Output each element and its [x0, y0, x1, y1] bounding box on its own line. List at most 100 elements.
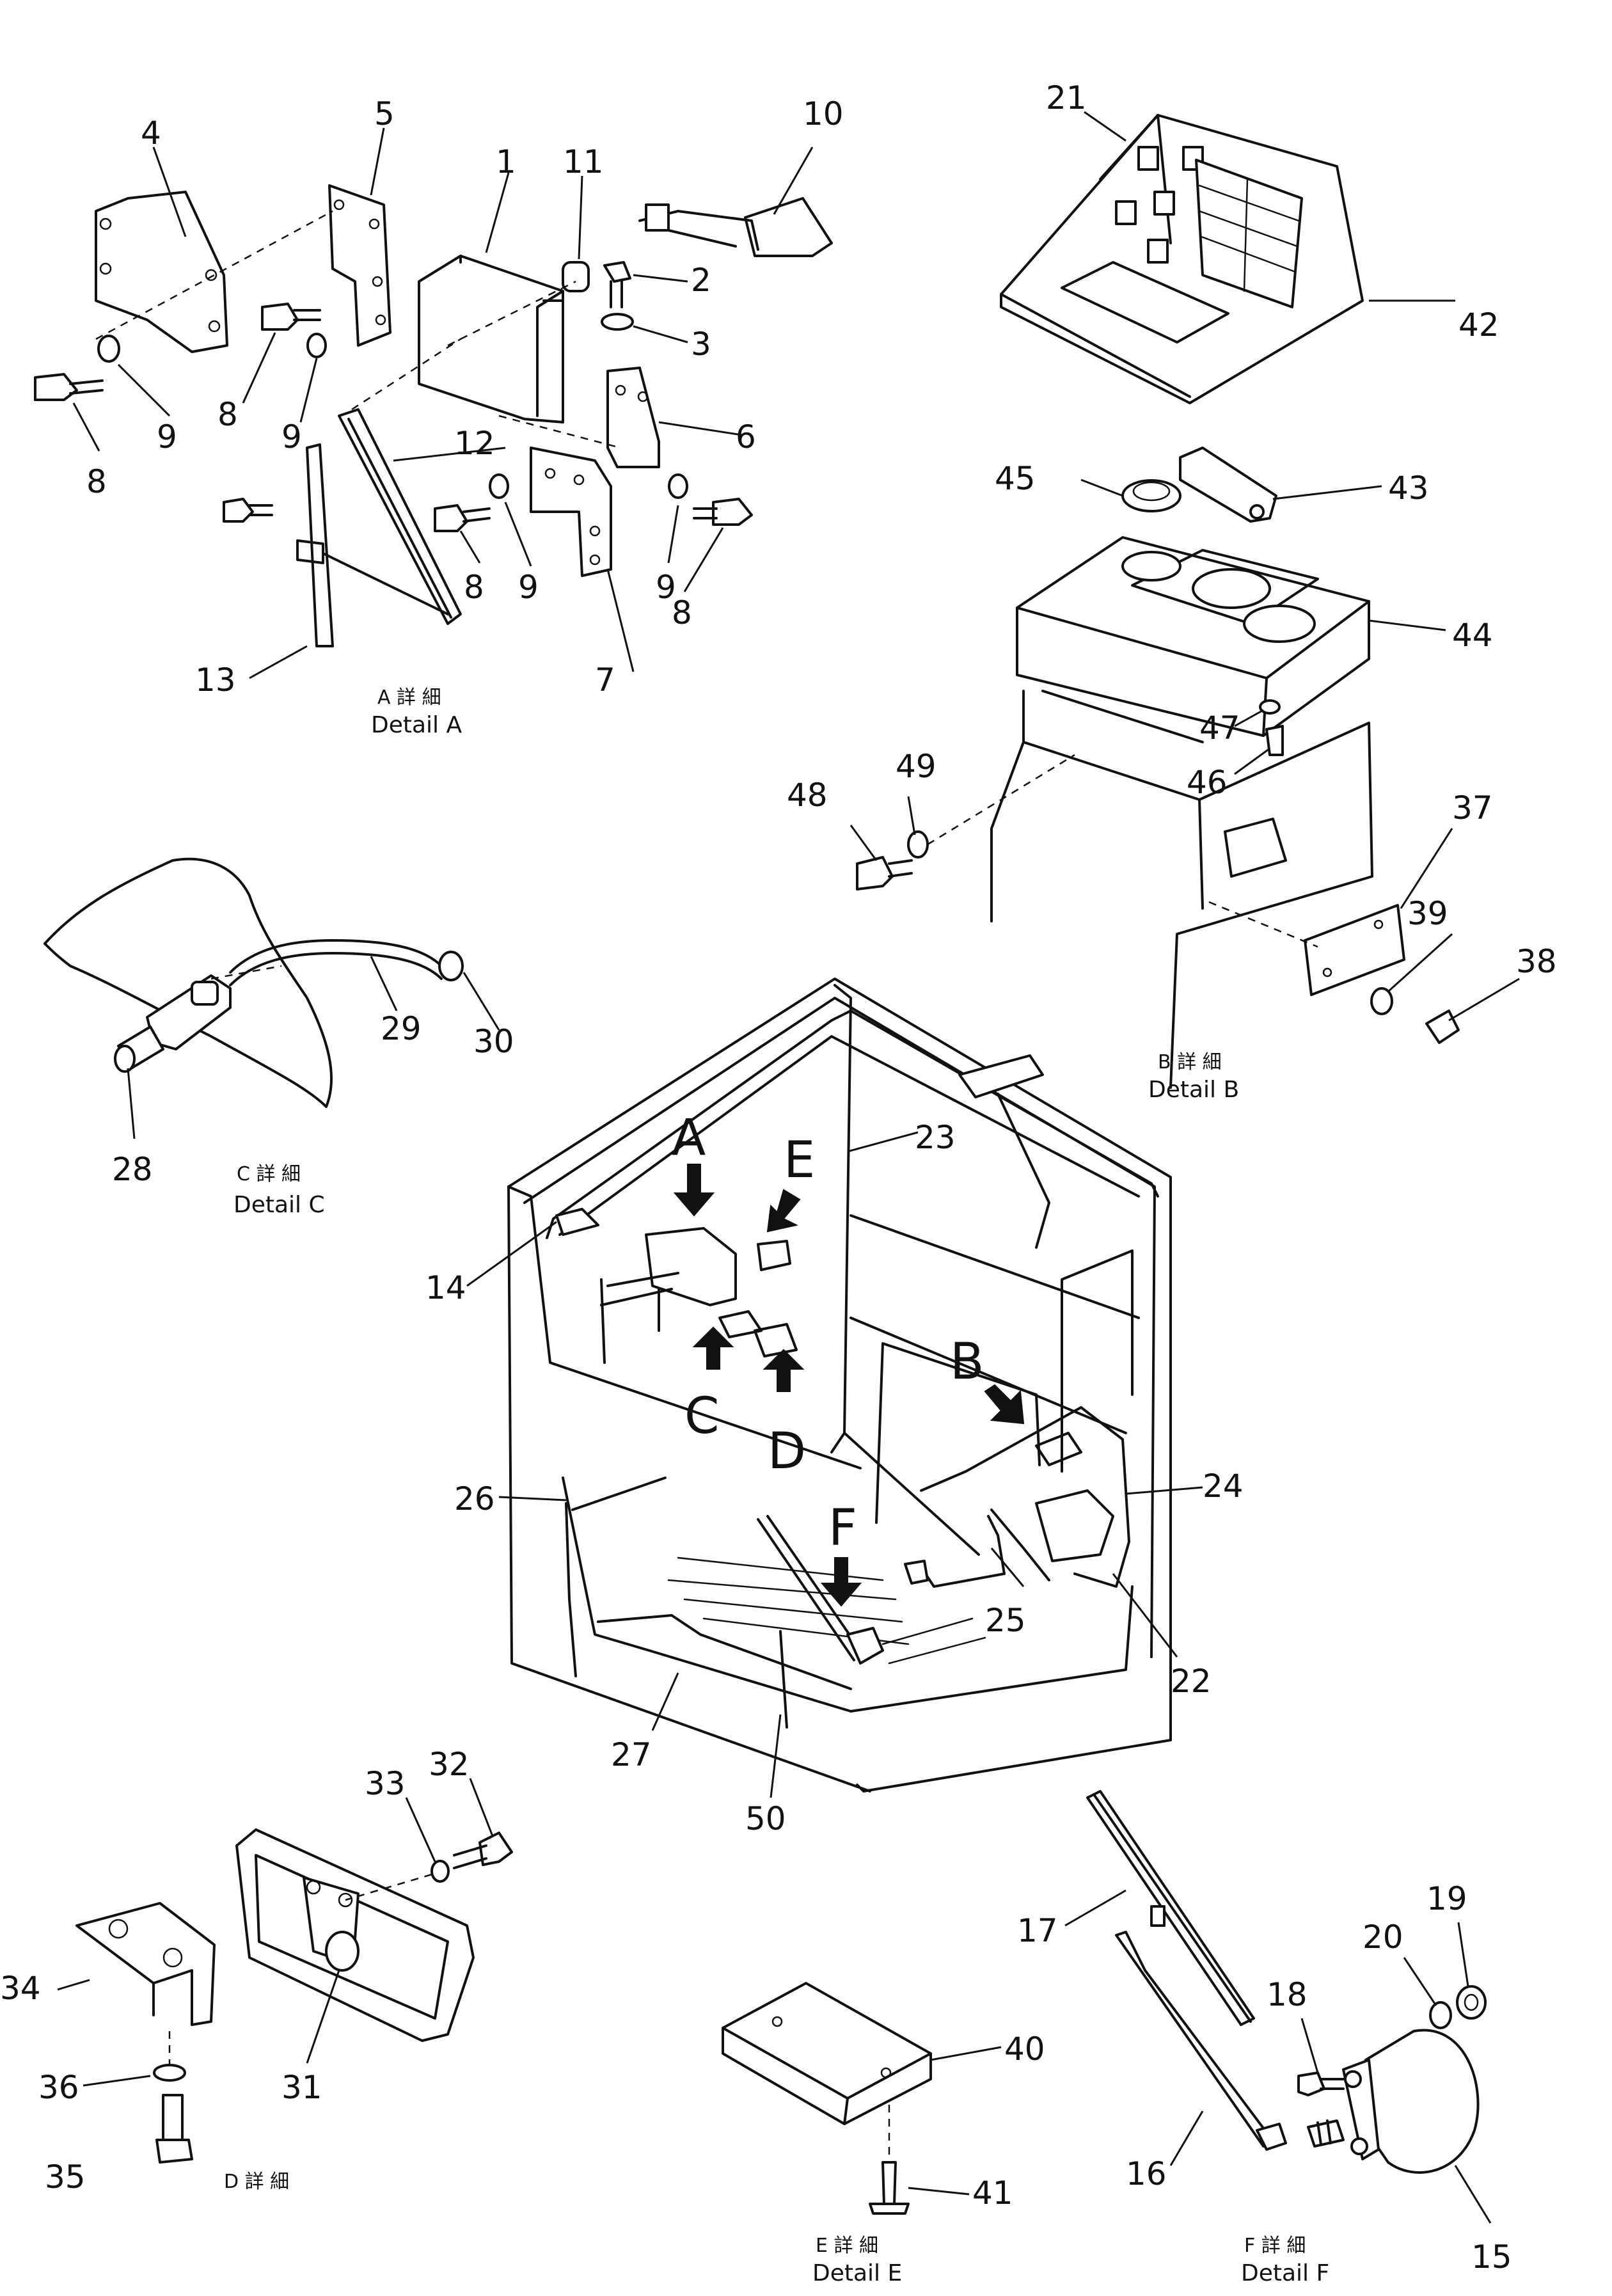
- part-label-42: 42: [1458, 306, 1499, 344]
- part-label-10: 10: [803, 95, 844, 132]
- washer-3: [601, 313, 634, 331]
- part-label-5: 5: [374, 95, 395, 132]
- part-label-44: 44: [1452, 617, 1493, 654]
- wiper-26: [571, 1477, 667, 1511]
- bracket-6: [606, 367, 660, 468]
- bolt-48: [856, 856, 913, 891]
- part-label-41: 41: [972, 2174, 1013, 2212]
- motor-15: [1352, 2029, 1480, 2174]
- bolt-8: [261, 303, 321, 331]
- bolt-8: [34, 373, 104, 401]
- part-label-34: 34: [0, 1970, 41, 2007]
- console-body: [990, 690, 1373, 1089]
- part-label-33: 33: [365, 1765, 406, 1802]
- harness-24: [920, 1406, 1130, 1588]
- detail-a-title-en: Detail A: [371, 712, 462, 738]
- arrow-d: [763, 1349, 805, 1392]
- wiper-50: [757, 1515, 862, 1661]
- part-label-31: 31: [281, 2069, 322, 2106]
- detail-f-title-jp: F 詳 細: [1244, 2235, 1306, 2257]
- part-label-47: 47: [1199, 709, 1240, 747]
- detail-c: 29 30 28 C 詳 細 Detail C: [43, 857, 514, 1218]
- detail-c-title-jp: C 詳 細: [237, 1163, 301, 1185]
- washer-36: [153, 2064, 186, 2082]
- part-label-38: 38: [1516, 943, 1557, 980]
- switch-panel-42: [1000, 114, 1364, 404]
- callout-b: B: [950, 1333, 984, 1391]
- part-label-43: 43: [1388, 470, 1429, 507]
- floor-27: [562, 1477, 1134, 1713]
- detail-f-title-en: Detail F: [1241, 2260, 1329, 2286]
- washer-9: [97, 335, 120, 363]
- arrow-e: [766, 1189, 801, 1233]
- detail-f: 17 16 18 20 19 15 F 詳 細 Detail F: [1017, 1790, 1512, 2286]
- cab-frame: [507, 978, 1172, 1793]
- washer-9: [668, 473, 688, 499]
- bolt-35: [155, 2094, 193, 2164]
- bolt-18: [1297, 2071, 1345, 2096]
- bolt-8: [693, 498, 753, 526]
- detail-e: 40 41 E 詳 細 Detail E: [722, 1982, 1045, 2286]
- callout-c: C: [684, 1388, 719, 1445]
- screw-38: [1425, 1009, 1460, 1044]
- part-label-7: 7: [595, 661, 615, 699]
- bolt-2: [603, 261, 631, 308]
- part-label-16: 16: [1126, 2155, 1167, 2192]
- detail-e-title-jp: E 詳 細: [816, 2235, 878, 2257]
- part-label-22: 22: [1171, 1663, 1212, 1700]
- part-label-14: 14: [425, 1269, 466, 1306]
- bracket-34: [75, 1902, 216, 2026]
- callout-a: A: [672, 1109, 706, 1167]
- detail-b-title-en: Detail B: [1148, 1077, 1239, 1103]
- cover-37: [1304, 904, 1405, 996]
- arrow-c: [692, 1326, 734, 1370]
- hose-29: [229, 939, 443, 974]
- detail-b-title-jp: B 詳 細: [1158, 1051, 1222, 1073]
- part-label-18: 18: [1267, 1976, 1308, 2013]
- callout-f: F: [828, 1500, 857, 1557]
- part-label-23: 23: [915, 1119, 956, 1156]
- bracket-4: [95, 191, 228, 353]
- part-label-8: 8: [464, 569, 484, 606]
- part-label-37: 37: [1452, 789, 1493, 827]
- bracket-7: [530, 447, 612, 577]
- washer-33: [431, 1860, 450, 1883]
- washer-49: [907, 830, 929, 859]
- operator-cab: A E C D B F 14 23 26 24 25 22 27 50: [425, 978, 1244, 1837]
- part-label-12: 12: [454, 425, 495, 462]
- roof-rail-23: [546, 1009, 1159, 1239]
- cover-40: [722, 1982, 932, 2125]
- part-label-30: 30: [473, 1023, 514, 1060]
- cover-plate-44: [1016, 536, 1370, 737]
- wiper-blade-13: [306, 443, 334, 647]
- callout-e: E: [784, 1132, 815, 1189]
- part-label-21: 21: [1046, 79, 1087, 116]
- detail-a-title-jp: A 詳 細: [377, 686, 441, 709]
- bolt-32: [453, 1832, 513, 1869]
- arrow-f: [820, 1557, 862, 1607]
- bolt-plain: [223, 498, 273, 523]
- part-label-27: 27: [611, 1736, 652, 1773]
- nut-19: [1456, 1985, 1487, 2020]
- screw-46: [1265, 725, 1284, 756]
- part-label-19: 19: [1426, 1880, 1467, 1917]
- part-label-49: 49: [896, 748, 936, 785]
- part-label-9: 9: [518, 569, 539, 606]
- washer-20: [1429, 2001, 1452, 2029]
- part-label-1: 1: [496, 143, 516, 180]
- part-label-8: 8: [672, 594, 692, 631]
- arrow-a: [673, 1164, 715, 1217]
- detail-b: 21 42 45 43 44 47 46 49 48 37 39 38 B 詳 …: [787, 79, 1557, 1103]
- bracket-43: [1179, 447, 1277, 523]
- washer-39: [1370, 987, 1393, 1015]
- indicator-grid: [1195, 159, 1303, 308]
- part-label-36: 36: [38, 2069, 79, 2106]
- part-label-6: 6: [736, 418, 756, 455]
- part-label-29: 29: [381, 1010, 422, 1047]
- screw-41: [881, 2161, 897, 2205]
- part-label-9: 9: [157, 418, 177, 455]
- part-label-8: 8: [86, 463, 107, 500]
- part-label-9: 9: [281, 418, 302, 455]
- part-label-45: 45: [995, 460, 1036, 497]
